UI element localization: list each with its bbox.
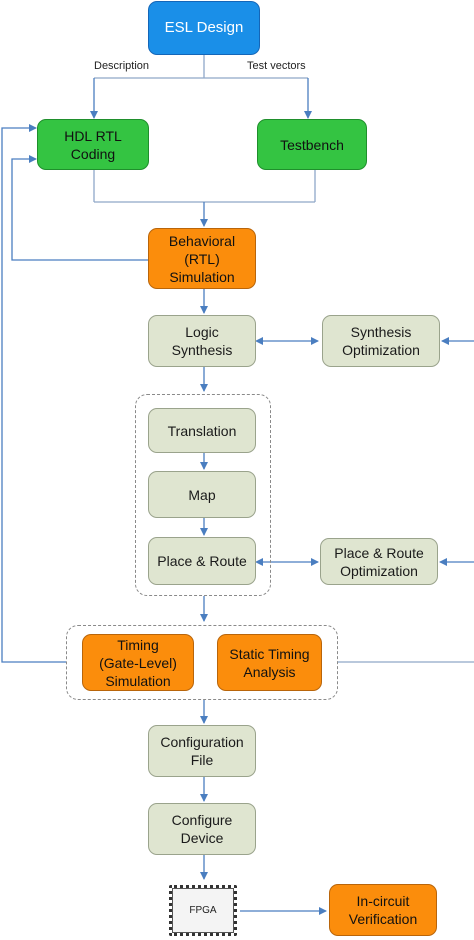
node-place-route: Place & Route	[148, 537, 256, 585]
node-behavioral-simulation: Behavioral (RTL) Simulation	[148, 228, 256, 289]
node-logic-synthesis: Logic Synthesis	[148, 315, 256, 367]
label-description: Description	[94, 60, 150, 72]
fpga-chip-icon: FPGA	[169, 885, 237, 936]
node-hdl-rtl-coding: HDL RTL Coding	[37, 119, 149, 170]
node-synthesis-optimization: Synthesis Optimization	[322, 315, 440, 367]
node-map: Map	[148, 471, 256, 518]
node-esl-design: ESL Design	[148, 1, 260, 55]
node-configuration-file: Configuration File	[148, 725, 256, 777]
node-timing-simulation: Timing (Gate-Level) Simulation	[82, 634, 194, 691]
node-translation: Translation	[148, 408, 256, 453]
node-testbench: Testbench	[257, 119, 367, 170]
group-timing-verification	[66, 625, 338, 700]
node-in-circuit-verification: In-circuit Verification	[329, 884, 437, 936]
fpga-label: FPGA	[189, 905, 217, 916]
edge-feedback-behavioral	[11, 155, 148, 261]
label-test-vectors: Test vectors	[247, 60, 306, 72]
node-place-route-optimization: Place & Route Optimization	[320, 538, 438, 585]
edge-feedback-timing	[1, 124, 66, 663]
node-static-timing-analysis: Static Timing Analysis	[217, 634, 322, 691]
node-configure-device: Configure Device	[148, 803, 256, 855]
group-implementation	[135, 394, 271, 596]
